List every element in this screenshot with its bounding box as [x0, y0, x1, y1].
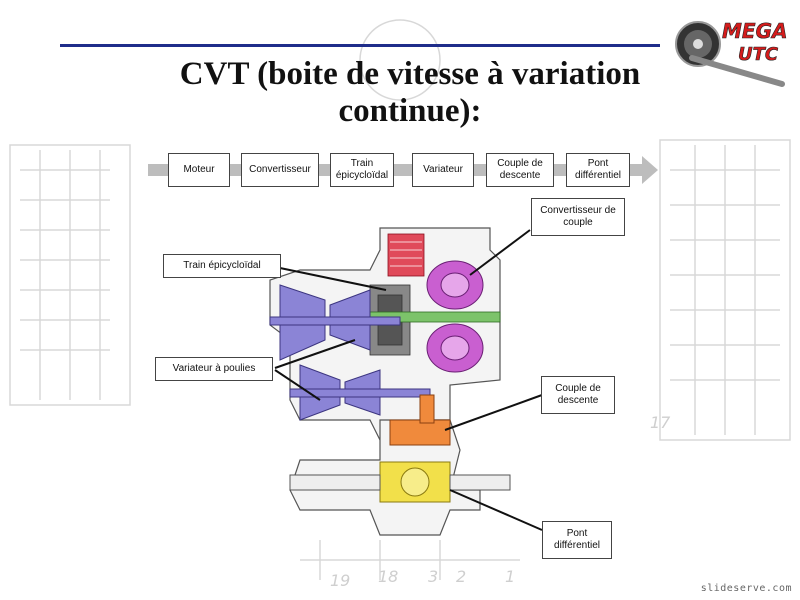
- flow-step-train: Train épicycloïdal: [330, 153, 394, 187]
- convertisseur-de-couple: [426, 260, 484, 373]
- flow-step-convertisseur: Convertisseur: [241, 153, 319, 187]
- variateur-a-poulies: [269, 284, 431, 421]
- svg-text:19: 19: [330, 571, 350, 590]
- svg-text:UTC: UTC: [738, 44, 779, 65]
- svg-text:1: 1: [505, 567, 515, 586]
- flow-step-pont: Pont différentiel: [566, 153, 630, 187]
- svg-text:2: 2: [456, 567, 466, 586]
- svg-text:18: 18: [378, 567, 398, 586]
- couple-de-descente-gears: [389, 394, 451, 446]
- mega-utc-logo: MEGA UTC: [675, 19, 788, 87]
- callout-convertisseur-de-couple: Convertisseur de couple: [531, 198, 625, 236]
- train-gear-block: [387, 233, 425, 277]
- svg-text:17: 17: [650, 413, 671, 432]
- pont-differentiel-assembly: [379, 461, 451, 503]
- callout-pont-differentiel: Pont différentiel: [542, 521, 612, 559]
- svg-text:3: 3: [428, 567, 438, 586]
- cvt-cutaway-illustration: [269, 227, 543, 536]
- svg-text:MEGA: MEGA: [722, 19, 787, 43]
- page-title: CVT (boite de vitesse à variation contin…: [179, 56, 641, 129]
- flow-arrow-band: [148, 156, 658, 184]
- callout-train-epicycloidal: Train épicycloïdal: [163, 254, 281, 278]
- callout-couple-de-descente: Couple de descente: [541, 376, 615, 414]
- title-rule: [60, 44, 660, 47]
- flow-step-variateur: Variateur: [412, 153, 474, 187]
- flow-step-couple: Couple de descente: [486, 153, 554, 187]
- footer-watermark: slideserve.com: [700, 583, 792, 594]
- callout-variateur-a-poulies: Variateur à poulies: [155, 357, 273, 381]
- flow-step-moteur: Moteur: [168, 153, 230, 187]
